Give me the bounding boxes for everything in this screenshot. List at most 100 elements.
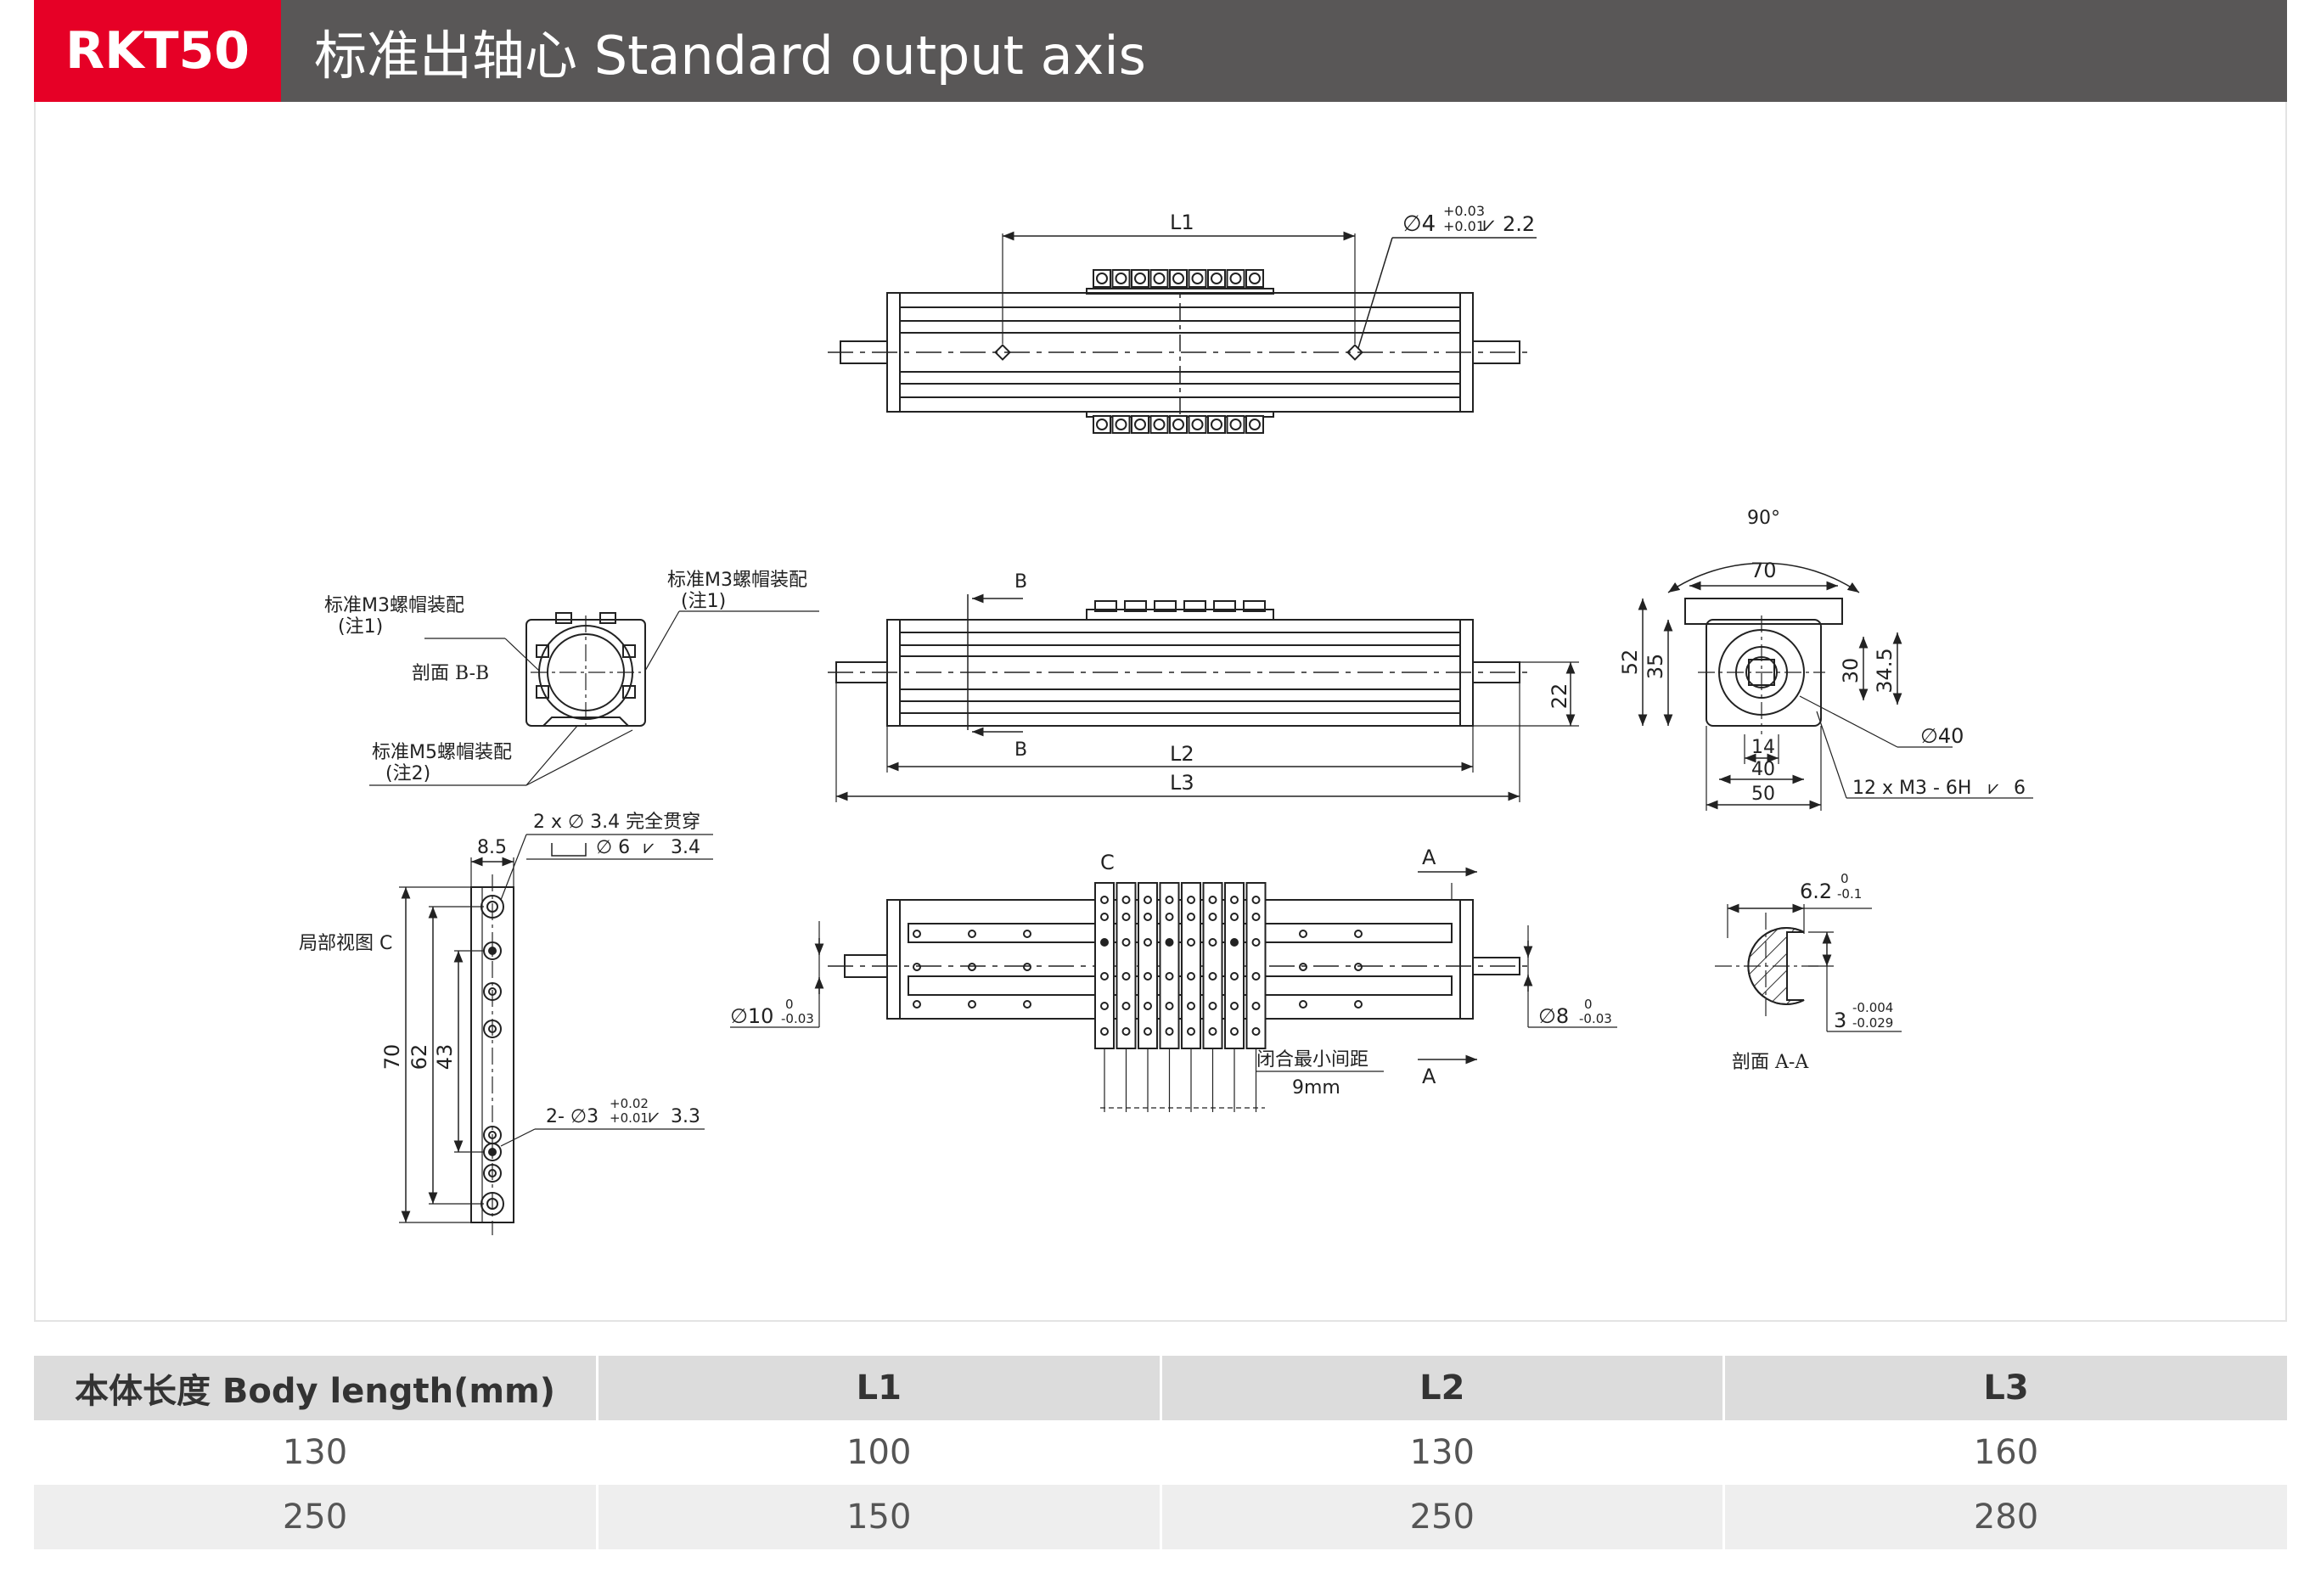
slider-hole [1208,913,1217,921]
counterbore-spec: ∅ 6 [596,837,630,858]
slider-hole [1230,896,1239,904]
header-l1: L1 [597,1356,1162,1420]
slider-hole [1230,1002,1239,1010]
rail-hole [1354,1000,1363,1009]
nut-square [1245,269,1264,288]
nut-square [1093,415,1111,434]
nut-square [1188,269,1207,288]
rail-hole [1299,963,1307,971]
top-view [828,231,1537,433]
rail-hole [913,1000,921,1009]
hole-spec: ∅4 [1402,211,1436,237]
slider-hole [1230,1027,1239,1036]
section-aa-label: 剖面 A-A [1732,1052,1809,1073]
detail-c-label: 局部视图 C [299,933,392,954]
slider-hole [1208,972,1217,981]
nut-square [1245,415,1264,434]
slider-hole [1251,896,1261,904]
bottom-view-rail-holes [913,930,1363,1009]
bottom-view [730,867,1617,1072]
slider-hole [1144,1027,1152,1036]
dim-22: 22 [1548,683,1571,710]
slider-hole [1187,1002,1195,1010]
nut-hole [1249,419,1261,430]
nut-square [1169,415,1188,434]
slider-hole [1187,913,1195,921]
slider-hole [1165,1002,1174,1010]
cell-body-length: 130 [34,1420,599,1485]
nut-hole [1153,273,1166,284]
cell-l1: 150 [597,1485,1162,1549]
hole-tol-upper: +0.03 [1443,203,1485,219]
nut-square [1131,269,1149,288]
section-aa [1715,903,1902,1032]
hole-tol-lower: +0.01 [1443,218,1485,234]
cell-l3: 160 [1723,1420,2287,1485]
nut-hole [1096,273,1108,284]
nut-hole [1172,273,1184,284]
dim-35: 35 [1644,654,1667,680]
slider-block [1138,882,1158,1049]
note-m3-right-1: 标准M3螺帽装配 [667,570,807,591]
slider-hole [1165,938,1174,947]
nut-square [1226,269,1245,288]
dia-40: ∅40 [1920,724,1964,748]
slider-hole [1165,913,1174,921]
dim-6-2-tol-upper: 0 [1841,871,1849,886]
shaft-right-tol-upper: 0 [1584,997,1593,1012]
drawing-panel [34,102,2287,1322]
nut-hole [1249,273,1261,284]
nut-square [1111,269,1131,288]
rail-hole [1299,1000,1307,1009]
nut-hole [1115,273,1127,284]
dim-3-tol-upper: -0.004 [1852,1000,1893,1015]
section-mark-b-top: B [1014,571,1027,593]
nut-square [1207,415,1226,434]
slider-hole [1208,1002,1217,1010]
section-mark-a-top: A [1422,846,1436,869]
rail-hole [968,963,976,971]
slider-hole [1100,896,1109,904]
pin-tol-upper: +0.02 [610,1096,649,1111]
dim-52: 52 [1618,649,1642,676]
slider-hole [1187,896,1195,904]
nut-hole [1153,419,1166,430]
rail-hole [1299,930,1307,938]
dim-6-2: 6.2 [1800,879,1832,903]
depth-icon: ⩗ [1988,778,1999,799]
rail-hole [968,1000,976,1009]
slider-hole [1100,972,1109,981]
nut-hole [1172,419,1184,430]
section-bb [369,610,819,786]
model-tag: RKT50 [34,0,281,102]
min-gap-label-1: 闭合最小间距 [1256,1049,1368,1071]
slider-hole [1121,972,1131,981]
note-m5-1: 标准M5螺帽装配 [372,742,512,763]
slider-hole [1251,938,1261,947]
slider-hole [1165,896,1174,904]
nut-hole [1211,273,1222,284]
header-l2: L2 [1160,1356,1725,1420]
slider-hole [1230,938,1239,947]
pin-depth: 3.3 [671,1106,700,1127]
rail-hole [1023,930,1031,938]
slider-block [1181,882,1201,1049]
table-row: 130 100 130 160 [34,1420,2287,1485]
nut-square [1149,269,1169,288]
nut-hole [1229,419,1242,430]
dim-l3: L3 [1170,771,1194,795]
nut-hole [1134,419,1146,430]
nut-square [1226,415,1245,434]
dim-8-5: 8.5 [477,837,507,858]
table-row: 250 150 250 280 [34,1485,2287,1549]
slider-hole [1187,938,1195,947]
rail-hole [1023,1000,1031,1009]
counterbore-depth: 3.4 [671,837,700,858]
pin-spec: 2- ∅3 [546,1106,599,1127]
slider-hole [1208,1027,1217,1036]
slider-hole [1230,913,1239,921]
section-mark-a-bottom: A [1422,1065,1436,1088]
header-l3: L3 [1723,1356,2287,1420]
nut-hole [1191,419,1204,430]
table-header-row: 本体长度 Body length(mm) L1 L2 L3 [34,1356,2287,1420]
